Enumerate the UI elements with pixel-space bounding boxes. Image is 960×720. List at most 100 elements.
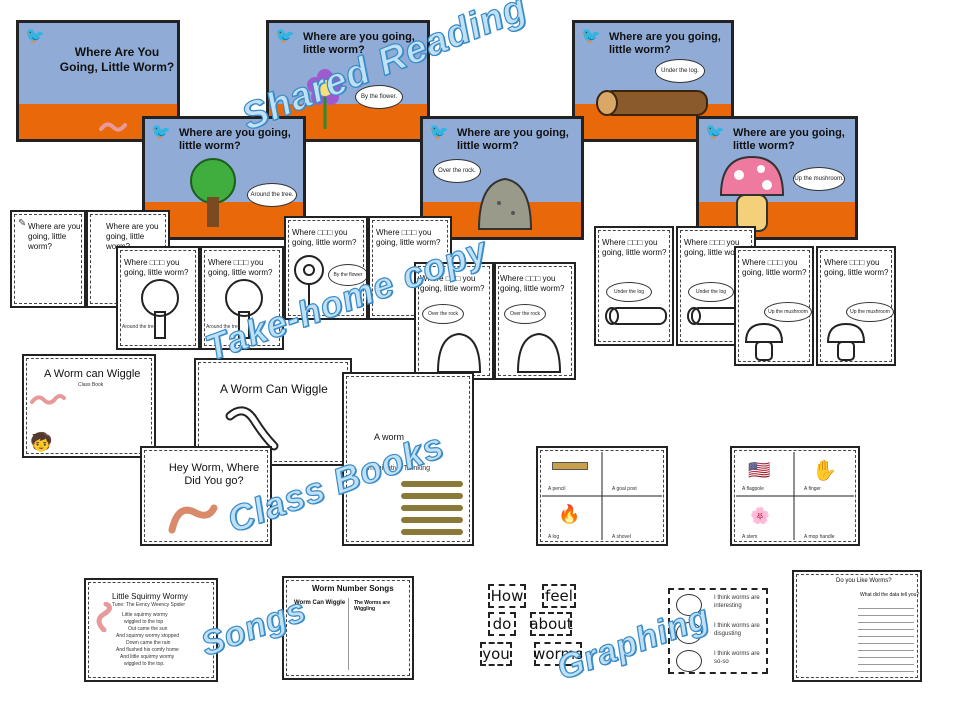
song-subtitle: Worm Can Wiggle (294, 600, 346, 606)
bird-icon: 🐦 (25, 28, 45, 45)
grid-lines (736, 452, 854, 540)
slide-cover[interactable]: 🐦 Where Are You Going, Little Worm? (16, 20, 180, 142)
song-tune: Tune: The Eency Weency Spider (112, 602, 186, 608)
speech-bubble: Up the mushroom (764, 302, 812, 322)
rock-outline-icon (436, 332, 482, 373)
take-home-cover[interactable]: ✎ Where are you going, little worm? (10, 210, 86, 308)
speech-bubble: Under the log. (655, 59, 705, 83)
book-title: A Worm Can Wiggle (220, 382, 328, 396)
flag-icon: 🇺🇸 (748, 460, 771, 480)
sort-label: A finger (804, 486, 821, 492)
song-title: Little Squirmy Wormy (112, 592, 188, 601)
sentence-word-card[interactable]: feel (542, 584, 576, 608)
slide-log[interactable]: 🐦 Where are you going, little worm? Unde… (572, 20, 734, 142)
page-title: Where □□□ you going, little worm? (602, 238, 667, 257)
take-home-log[interactable]: Where □□□ you going, little worm? Under … (594, 226, 674, 346)
speech-bubble: Over the rock. (433, 159, 481, 183)
class-book-cover-3[interactable]: Hey Worm, Where Did You go? (140, 446, 272, 546)
take-home-tree-2[interactable]: Where □□□ you going, little worm? Around… (200, 246, 284, 350)
song-title: Worm Number Songs (312, 584, 394, 593)
song-line: And squirmy wormy stopped (116, 633, 180, 639)
child-icon: 🧒 (30, 432, 53, 452)
hand-icon: ✋ (812, 460, 837, 482)
speech-bubble: Up the mushroom (846, 302, 894, 322)
neutral-face-icon (676, 594, 702, 616)
song-line: wiggled to the top (124, 619, 164, 625)
sentence-word-card[interactable]: do (488, 612, 516, 636)
song-line: Down came the rain (126, 640, 171, 646)
take-home-rock-2[interactable]: Where □□□ you going, little worm? Over t… (494, 262, 576, 380)
slide-mushroom[interactable]: 🐦 Where are you going, little worm? Up t… (696, 116, 858, 240)
opinion-sentence: I think worms are disgusting (714, 623, 760, 637)
slide-question: Where are you going, little worm? (179, 127, 291, 152)
page-caption: Around the tree (206, 324, 241, 330)
sort-label: A pencil (548, 486, 566, 492)
take-home-mushroom-2[interactable]: Where □□□ you going, little worm? Up the… (816, 246, 896, 366)
rock-icon (477, 177, 533, 230)
speech-bubble: Under the log (688, 282, 734, 302)
divider (348, 598, 349, 670)
tree-outline-icon (141, 279, 179, 339)
sentence-word-card[interactable]: worms (533, 642, 583, 666)
fire-icon: 🔥 (558, 504, 581, 524)
page-caption: Around the tree (122, 324, 157, 330)
sentence-word-card[interactable]: you (480, 642, 512, 666)
slide-question: Where are you going, little worm? (303, 31, 415, 56)
speech-bubble: Under the log (606, 282, 652, 302)
rock-outline-icon (516, 332, 562, 373)
worm-strips-icon (401, 481, 463, 535)
sort-label: A shovel (612, 534, 631, 540)
bird-icon: 🐦 (705, 124, 725, 141)
speech-bubble: Around the tree. (247, 183, 297, 207)
song-line: And flushed his comfy home (116, 647, 179, 653)
worm-icon (96, 602, 112, 632)
sort-label: A log (548, 534, 560, 540)
tree-icon (190, 158, 236, 227)
take-home-flower[interactable]: Where □□□ you going, little worm? By the… (284, 216, 368, 320)
bird-icon: 🐦 (581, 28, 601, 45)
sorting-card-2[interactable]: 🇺🇸 ✋ 🌸 A flagpole A finger A stem A mop … (730, 446, 860, 546)
opinion-sentence: I think worms are so-so (714, 651, 760, 665)
sentence-word-card[interactable]: about (529, 612, 573, 636)
sort-label: A stem (742, 534, 758, 540)
song-line: Little squirmy wormy (122, 612, 168, 618)
slide-tree[interactable]: 🐦 Where are you going, little worm? Arou… (142, 116, 306, 240)
opinion-sentence-card[interactable]: I think worms are interesting I think wo… (668, 588, 768, 674)
sort-label: A mop handle (804, 534, 835, 540)
slide-flower[interactable]: 🐦 Where are you going, little worm? By t… (266, 20, 430, 142)
opinion-sentence: I think worms are interesting (714, 595, 760, 609)
take-home-tree[interactable]: Where □□□ you going, little worm? Around… (116, 246, 200, 350)
page-title: Where □□□ you going, little worm? (684, 238, 749, 257)
worm-icon (99, 122, 127, 132)
book-title: A Worm can Wiggle (44, 368, 141, 380)
class-book-page[interactable]: A worm Imaginative Thinking (342, 372, 474, 546)
sort-label: A goal post (612, 486, 637, 492)
class-book-cover-1[interactable]: A Worm can Wiggle Class Book 🧒 (22, 354, 156, 458)
worm-icon (30, 394, 66, 405)
survey-sheet[interactable]: Do you Like Worms? What did the data tel… (792, 570, 922, 682)
speech-bubble: Over the rock (422, 304, 464, 324)
sorting-card-1[interactable]: A pencil A goal post A log A shovel 🔥 (536, 446, 668, 546)
song-line: And little squirmy wormy (120, 654, 175, 660)
speech-bubble: By the flower (328, 264, 366, 286)
log-outline-icon (605, 307, 667, 325)
sentence-word-card[interactable]: How (488, 584, 526, 608)
book-title: Hey Worm, Where Did You go? (168, 462, 260, 487)
slide-question: Where are you going, little worm? (609, 31, 721, 56)
take-home-mushroom[interactable]: Where □□□ you going, little worm? Up the… (734, 246, 814, 366)
mushroom-outline-icon (744, 322, 784, 361)
neutral-face-icon (676, 622, 702, 644)
bird-icon: 🐦 (275, 28, 295, 45)
tree-outline-icon (225, 279, 263, 339)
song-card-1[interactable]: Little Squirmy Wormy Tune: The Eency Wee… (84, 578, 218, 682)
worm-outline-icon (225, 406, 279, 451)
mushroom-outline-icon (826, 322, 866, 361)
page-title: Where □□□ you going, little worm? (500, 274, 565, 293)
song-line: wiggled to the top. (124, 661, 165, 667)
slide-question: Where are you going, little worm? (733, 127, 845, 152)
pencil-icon (552, 462, 588, 470)
sort-label: A flagpole (742, 486, 764, 492)
song-card-2[interactable]: Worm Number Songs Worm Can Wiggle The Wo… (282, 576, 414, 680)
slide-question: Where are you going, little worm? (457, 127, 569, 152)
section-label-graphing: Graphing (551, 597, 715, 688)
